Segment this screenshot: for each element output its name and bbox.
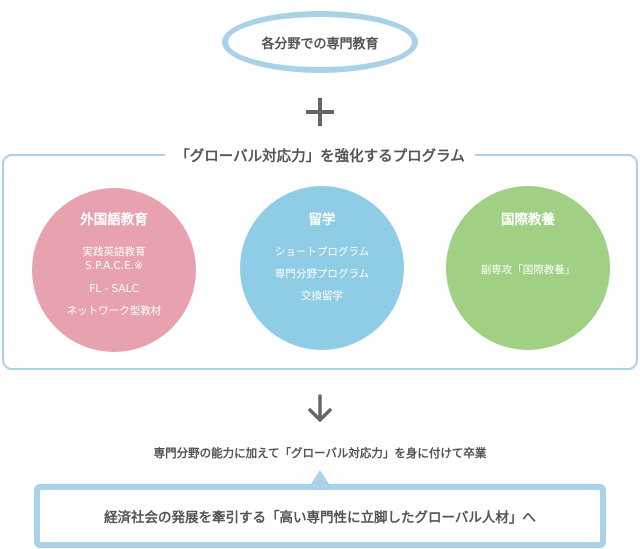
- goal-box: 経済社会の発展を牽引する「高い専門性に立脚したグローバル人材」へ: [34, 484, 606, 548]
- arrow-down-icon: [308, 394, 332, 422]
- foreign-language-title: 外国語教育: [80, 212, 148, 228]
- pointer-triangle: [311, 470, 329, 484]
- circle-item: ショートプログラム: [274, 246, 370, 258]
- liberal-arts-title: 国際教養: [501, 212, 555, 228]
- study-abroad-title: 留学: [308, 212, 336, 228]
- circle-item: 副専攻「国際教養」: [480, 264, 576, 276]
- specialized-education-ellipse: 各分野での専門教育: [222, 11, 418, 73]
- circle-item: FL - SALC: [89, 283, 139, 295]
- goal-text: 経済社会の発展を牽引する「高い専門性に立脚したグローバル人材」へ: [104, 510, 536, 526]
- liberal-arts-circle: 国際教養 副専攻「国際教養」: [446, 186, 610, 350]
- summary-text: 専門分野の能力に加えて「グローバル対応力」を身に付けて卒業: [153, 446, 487, 460]
- specialized-education-label: 各分野での専門教育: [261, 36, 379, 52]
- foreign-language-circle: 外国語教育 実践英語教育 S.P.A.C.E.※ FL - SALC ネットワー…: [32, 188, 196, 352]
- circle-item: 実践英語教育: [82, 246, 146, 258]
- circle-item: S.P.A.C.E.※: [85, 260, 143, 272]
- circle-item: 交換留学: [301, 290, 343, 302]
- circle-item: ネットワーク型教材: [66, 305, 162, 317]
- circle-item: 専門分野プログラム: [274, 268, 370, 280]
- study-abroad-circle: 留学 ショートプログラム 専門分野プログラム 交換留学: [240, 186, 404, 350]
